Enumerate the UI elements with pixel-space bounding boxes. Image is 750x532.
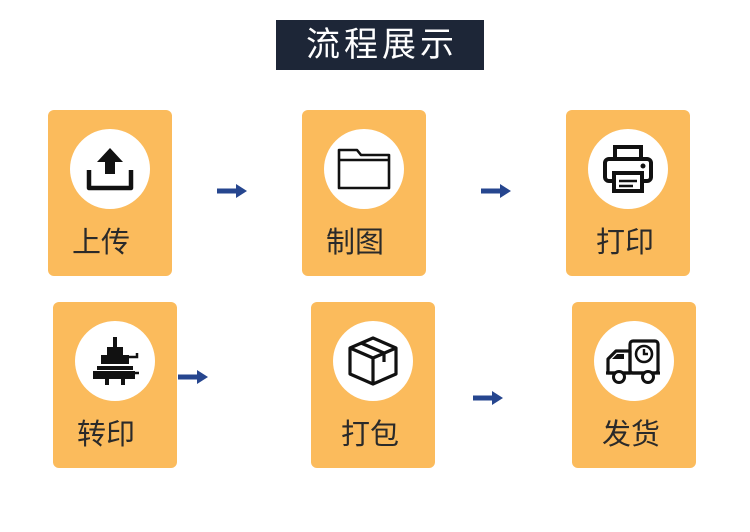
step-card-transfer: 转印 (53, 302, 177, 468)
printer-icon (603, 145, 653, 193)
page-title: 流程展示 (276, 20, 484, 70)
icon-circle (594, 321, 674, 401)
icon-circle (324, 129, 404, 209)
icon-circle (333, 321, 413, 401)
icon-circle (75, 321, 155, 401)
step-card-print: 打印 (566, 110, 690, 276)
arrow-icon (217, 184, 247, 198)
delivery-truck-icon (606, 339, 660, 384)
step-label: 制图 (326, 225, 385, 259)
folder-icon (337, 148, 391, 190)
step-card-upload: 上传 (48, 110, 172, 276)
heat-press-icon (93, 337, 139, 385)
arrow-icon (178, 370, 208, 384)
step-label: 打包 (341, 417, 400, 451)
step-card-design: 制图 (302, 110, 426, 276)
icon-circle (70, 129, 150, 209)
step-label: 发货 (602, 417, 661, 451)
package-box-icon (348, 336, 398, 386)
step-card-pack: 打包 (311, 302, 435, 468)
step-card-ship: 发货 (572, 302, 696, 468)
arrow-icon (481, 184, 511, 198)
step-label: 转印 (77, 417, 136, 451)
step-label: 上传 (72, 225, 131, 259)
upload-icon (86, 148, 134, 191)
arrow-icon (473, 391, 503, 405)
step-label: 打印 (596, 225, 655, 259)
icon-circle (588, 129, 668, 209)
